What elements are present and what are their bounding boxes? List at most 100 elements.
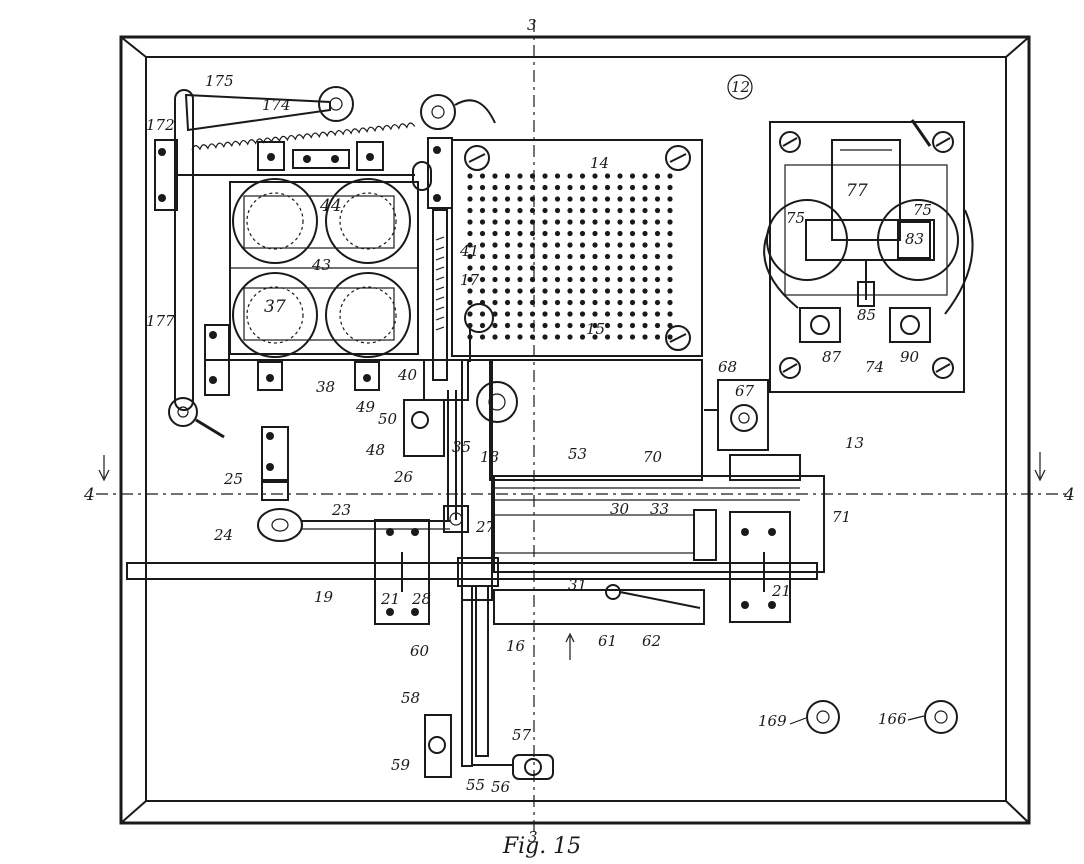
label-4-right: 4	[1063, 485, 1075, 505]
label-15: 15	[586, 320, 605, 338]
label-41: 41	[459, 242, 479, 260]
perforation-hole	[617, 299, 623, 306]
perforation-hole	[479, 288, 486, 294]
perforation-hole	[579, 253, 586, 260]
perforation-hole	[617, 184, 623, 191]
label-28: 28	[411, 590, 431, 608]
perforation-hole	[542, 322, 548, 329]
perforation-hole	[592, 196, 598, 202]
perforation-hole	[467, 265, 473, 271]
label-77: 77	[846, 181, 868, 201]
perforation-hole	[604, 219, 611, 225]
perforation-hole	[579, 184, 586, 191]
perforation-hole	[642, 184, 648, 191]
perforation-hole	[567, 173, 573, 179]
perforation-hole	[629, 334, 636, 340]
perforation-hole	[467, 242, 473, 248]
label-61: 61	[598, 632, 617, 650]
label-38: 38	[316, 378, 335, 396]
carriage	[443, 454, 825, 573]
perforation-hole	[554, 173, 561, 179]
perforation-hole	[592, 265, 598, 271]
label-49: 49	[355, 398, 376, 416]
perforation-hole	[629, 173, 636, 179]
relay-unit	[763, 119, 974, 393]
perforation-hole	[554, 299, 561, 306]
perforation-hole	[529, 184, 536, 191]
perforation-hole	[654, 184, 661, 191]
label-33: 33	[650, 500, 669, 518]
label-30: 30	[610, 500, 630, 518]
perforation-hole	[567, 311, 573, 317]
perforation-hole	[529, 311, 536, 317]
perforation-hole	[617, 207, 623, 214]
perforation-hole	[517, 288, 523, 294]
perforation-hole	[542, 173, 548, 179]
perforation-hole	[567, 265, 573, 271]
label-17: 17	[460, 271, 480, 289]
perforation-hole	[479, 253, 486, 260]
perforation-hole	[642, 219, 648, 225]
label-70: 70	[643, 448, 663, 466]
perforation-hole	[479, 276, 486, 283]
perforation-hole	[592, 288, 598, 294]
perforation-hole	[504, 184, 511, 191]
perforation-hole	[467, 219, 473, 225]
perforation-hole	[504, 242, 511, 248]
perforation-hole	[492, 184, 498, 191]
label-71: 71	[832, 508, 851, 526]
perforation-hole	[579, 311, 586, 317]
perforation-hole	[642, 207, 648, 214]
perforation-hole	[504, 288, 511, 294]
perforation-hole	[517, 276, 523, 283]
perforation-hole	[617, 265, 623, 271]
perforation-hole	[529, 276, 536, 283]
perforation-hole	[529, 265, 536, 271]
perforation-hole	[567, 253, 573, 260]
label-44: 44	[319, 196, 342, 216]
lever-arm-177	[168, 86, 496, 439]
perforation-hole	[617, 253, 623, 260]
perforation-hole	[517, 265, 523, 271]
perforation-hole	[592, 276, 598, 283]
perforation-hole	[467, 196, 473, 202]
perforation-hole	[604, 207, 611, 214]
perforation-hole	[554, 265, 561, 271]
pulley-assembly	[257, 426, 450, 542]
perforation-hole	[492, 219, 498, 225]
perforation-hole	[579, 230, 586, 237]
label-53: 53	[568, 445, 587, 463]
perforation-hole	[492, 288, 498, 294]
base-plate	[119, 35, 1031, 825]
perforation-hole	[667, 184, 673, 191]
perforation-hole	[517, 173, 523, 179]
perforation-hole	[629, 184, 636, 191]
perforation-hole	[554, 184, 561, 191]
perforation-hole	[517, 334, 523, 340]
perforation-hole	[529, 219, 536, 225]
vertical-arms	[424, 585, 554, 780]
perforation-hole	[467, 184, 473, 191]
perforation-hole	[567, 207, 573, 214]
label-26: 26	[393, 468, 414, 486]
perforation-hole	[579, 219, 586, 225]
label-14: 14	[590, 154, 609, 172]
label-24: 24	[213, 526, 233, 544]
label-50: 50	[378, 410, 398, 428]
label-60: 60	[410, 642, 430, 660]
perforation-hole	[504, 207, 511, 214]
label-18: 18	[480, 448, 499, 466]
perforation-hole	[667, 242, 673, 248]
label-21a: 21	[380, 590, 400, 608]
perforation-hole	[592, 322, 598, 329]
perforation-hole	[579, 276, 586, 283]
terminals	[789, 700, 958, 734]
perforation-hole	[467, 253, 473, 260]
perforation-hole	[654, 219, 661, 225]
label-25: 25	[223, 470, 243, 488]
perforation-hole	[667, 230, 673, 237]
perforation-hole	[629, 311, 636, 317]
perforation-hole	[479, 242, 486, 248]
perforation-hole	[504, 219, 511, 225]
perforation-hole	[604, 311, 611, 317]
